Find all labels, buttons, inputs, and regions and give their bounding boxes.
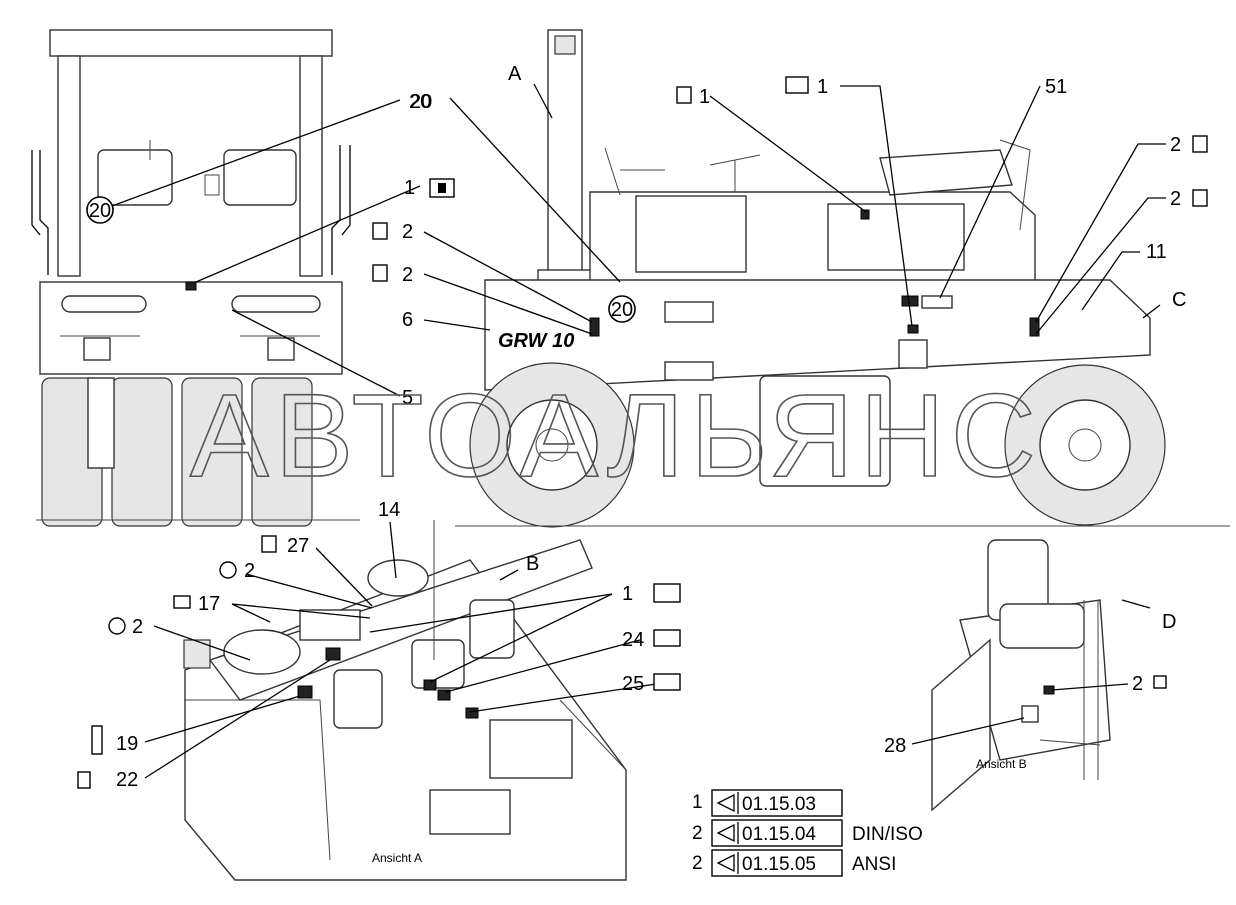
view-c-arrow-label: C [1172, 289, 1186, 311]
side-view: GRW 10 A 20 20 1 1 [372, 29, 1230, 528]
view-a-callout-24: 24 [622, 629, 644, 651]
view-a-callout-2b: 2 [132, 616, 143, 638]
legend-qty: 2 [692, 853, 703, 874]
watermark: АВТОАЛЬЯНС [190, 370, 1042, 502]
view-a-callout-1: 1 [622, 583, 633, 605]
view-a-callout-25: 25 [622, 673, 644, 695]
legend-row: 1 01.15.03 [692, 789, 843, 817]
front-callout-5: 5 [402, 387, 413, 409]
legend-note: ANSI [852, 854, 896, 875]
legend: 1 01.15.03 2 01.15.04 DIN/ISO 2 01.15.05… [692, 789, 923, 877]
view-a-callout-22: 22 [116, 769, 138, 791]
view-a-caption: Ansicht A [372, 851, 422, 865]
legend-row: 2 01.15.04 DIN/ISO [692, 819, 923, 847]
view-b: D 2 28 Ansicht B [884, 539, 1176, 812]
legend-qty: 2 [692, 823, 703, 844]
side-callout-20-circle: 20 [611, 299, 633, 321]
eye-triangle-icon [716, 793, 735, 813]
legend-row: 2 01.15.05 ANSI [692, 849, 896, 877]
legend-note: DIN/ISO [852, 824, 923, 845]
legend-code: 01.15.05 [742, 854, 816, 875]
side-callout-1a: 1 [699, 86, 710, 108]
legend-code: 01.15.03 [742, 794, 816, 815]
eye-triangle-icon [716, 823, 735, 843]
view-b-callout-2: 2 [1132, 673, 1143, 695]
legend-qty: 1 [692, 792, 703, 813]
side-callout-11: 11 [1146, 241, 1167, 263]
side-callout-2-left-bottom: 2 [402, 264, 413, 286]
side-callout-2-right-top: 2 [1170, 134, 1181, 156]
view-b-arrow-label: B [526, 553, 539, 575]
view-a-callout-14: 14 [378, 499, 400, 521]
side-callout-2-left-top: 2 [402, 221, 413, 243]
view-a-callout-17: 17 [198, 593, 220, 615]
side-callout-6: 6 [402, 309, 413, 331]
side-callout-20: 20 [410, 91, 432, 113]
view-a: 14 27 B 2 17 2 1 24 25 19 22 Ansicht A [77, 499, 681, 881]
legend-code: 01.15.04 [742, 824, 816, 845]
view-b-callout-28: 28 [884, 735, 906, 757]
front-callout-20-circle: 20 [89, 200, 111, 222]
eye-triangle-icon [716, 853, 735, 873]
side-callout-1b: 1 [817, 76, 828, 98]
view-a-arrow-label: A [508, 63, 522, 85]
front-callout-20: 20 [409, 91, 431, 113]
front-view: 20 20 1 5 [31, 29, 455, 527]
view-b-caption: Ansicht B [976, 757, 1027, 771]
view-a-callout-2a: 2 [244, 560, 255, 582]
view-a-callout-19: 19 [116, 733, 138, 755]
front-callout-1: 1 [404, 177, 415, 199]
view-d-arrow-label: D [1162, 611, 1176, 633]
model-badge: GRW 10 [498, 330, 574, 352]
side-callout-51: 51 [1045, 76, 1067, 98]
view-a-callout-27: 27 [287, 535, 309, 557]
side-callout-2-right-bottom: 2 [1170, 188, 1181, 210]
